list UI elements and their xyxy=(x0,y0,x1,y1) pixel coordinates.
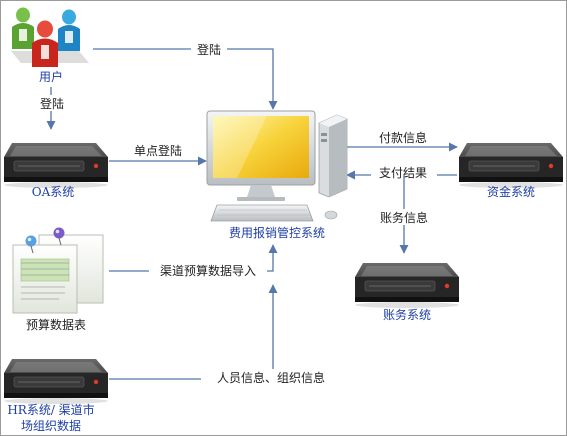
node-label-users: 用户 xyxy=(39,69,63,84)
edge-users-to-main xyxy=(93,48,278,110)
oa-server-icon xyxy=(3,142,109,189)
node-label-budget: 预算数据表 xyxy=(26,317,86,332)
edge-label-hr-to-main: 人员信息、组织信息 xyxy=(217,370,325,385)
edge-label-users-to-oa: 登陆 xyxy=(40,96,64,111)
edge-label-oa-to-main: 单点登陆 xyxy=(134,143,182,158)
edge-label-budget-to-main: 渠道预算数据导入 xyxy=(160,263,256,278)
node-label-accounts: 账务系统 xyxy=(383,307,431,322)
users-icon xyxy=(11,7,89,67)
node-label-oa: OA系统 xyxy=(32,185,75,199)
funds-server-icon xyxy=(458,142,564,189)
node-label-main: 费用报销管控系统 xyxy=(229,225,325,240)
node-label-hr-line2: 场组织数据 xyxy=(21,418,81,433)
edge-label-main-to-accounts: 账务信息 xyxy=(380,210,428,225)
accounts-server-icon xyxy=(354,262,460,309)
documents-icon xyxy=(12,227,104,314)
desktop-computer-icon xyxy=(206,110,348,222)
node-label-hr-line1: HR系统/ 渠道市 xyxy=(7,402,94,417)
node-label-funds: 资金系统 xyxy=(487,184,535,199)
edge-label-users-to-main: 登陆 xyxy=(197,42,221,57)
edge-label-main-to-funds: 付款信息 xyxy=(379,130,427,145)
hr-server-icon xyxy=(3,358,109,405)
edge-label-funds-to-main: 支付结果 xyxy=(379,166,427,180)
edge-hr-to-main xyxy=(109,284,278,380)
